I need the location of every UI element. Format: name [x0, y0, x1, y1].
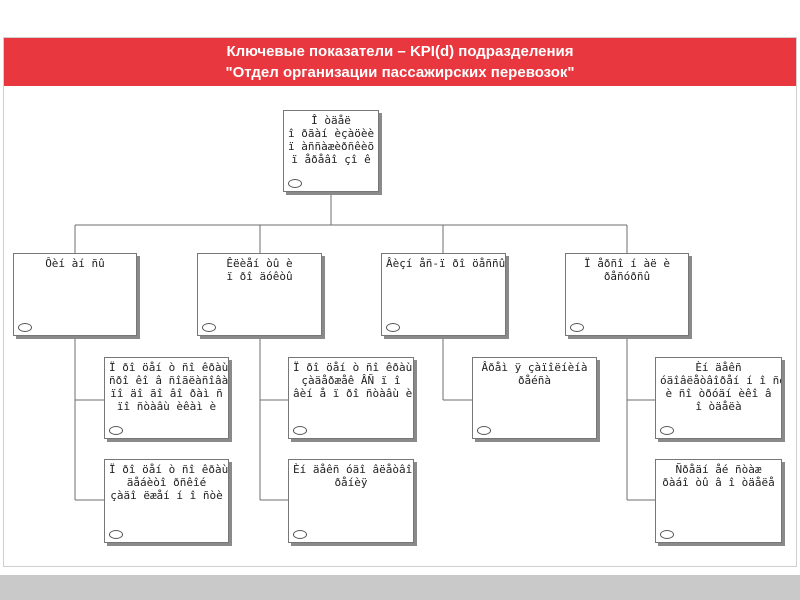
- node-text-line: Î òäåë: [311, 114, 351, 127]
- node-text-line: Ôèí àí ñû: [45, 257, 105, 270]
- node-marker-icon: [570, 323, 584, 332]
- node-text-line: âèí å ï ðî ñòàâù èêî â: [293, 387, 413, 400]
- node-marker-icon: [202, 323, 216, 332]
- node-marker-icon: [109, 426, 123, 435]
- node-text-line: Ñðåäí åé ñòàæ: [675, 463, 762, 476]
- node-marker-icon: [288, 179, 302, 188]
- node-marker-icon: [109, 530, 123, 539]
- node-marker-icon: [293, 426, 307, 435]
- node-marker-icon: [18, 323, 32, 332]
- node-text-line: çàäåðæåê ÂÑ ï î: [301, 374, 401, 387]
- node-text-line: Ï ðî öåí ò ñî êðàù åí èÿ: [109, 463, 229, 476]
- node-text-line: ïî äî ãî âî ðàì ñ: [110, 387, 223, 400]
- node-marker-icon: [660, 530, 674, 539]
- header-title-line1: Ключевые показатели – KPI(d) подразделен…: [226, 43, 574, 60]
- footer-bar: [0, 575, 800, 600]
- node-text-line: Âèçí åñ-ï ðî öåññû: [386, 257, 506, 270]
- org-node-branch-4-child-1[interactable]: Èí äåêñ óäîâëåòâîðåí í î ñòè è ñî òðóäí …: [655, 357, 782, 439]
- org-node-branch-3[interactable]: Âèçí åñ-ï ðî öåññû: [381, 253, 506, 336]
- node-text-line: Èí äåêñ óäî âëåòâî: [293, 463, 413, 476]
- node-text-line: è ñî òðóäí èêî â: [665, 387, 772, 400]
- header-banner: Ключевые показатели – KPI(d) подразделен…: [4, 38, 796, 86]
- node-text-line: äåáèòî ðñêîé: [126, 476, 207, 489]
- org-node-branch-2-child-1[interactable]: Ï ðî öåí ò ñî êðàù åí èÿ çàäåðæåê ÂÑ ï î…: [288, 357, 414, 439]
- node-text-line: ðåíèÿ: [334, 476, 368, 489]
- node-text-line: ðåñóðñû: [603, 270, 651, 283]
- org-node-branch-2[interactable]: Êëèåí òû è ï ðî äóêòû: [197, 253, 322, 336]
- node-text-line: çàäî ëæåí í î ñòè: [110, 489, 223, 502]
- org-node-branch-4[interactable]: Ï åðñî í àë è ðåñóðñû: [565, 253, 689, 336]
- node-text-line: ðåéñà: [517, 374, 552, 387]
- node-text-line: Ï åðñî í àë è: [583, 257, 671, 270]
- node-text-line: ï àññàæèðñêèõ: [288, 140, 375, 153]
- node-text-line: Êëèåí òû è: [226, 257, 293, 270]
- node-text-line: ðàáî òû â î òäåëå: [662, 476, 775, 489]
- org-node-branch-2-child-2[interactable]: Èí äåêñ óäî âëåòâî ðåíèÿ: [288, 459, 414, 543]
- node-text-line: Ï ðî öåí ò ñî êðàù åí èÿ: [293, 361, 413, 374]
- node-text-line: Èí äåêñ: [695, 361, 742, 374]
- node-text-line: Ï ðî öåí ò ñî êðàù åí èÿ: [109, 361, 229, 374]
- header-title-line2: "Отдел организации пассажирских перевозо…: [225, 64, 575, 81]
- org-node-branch-1-child-2[interactable]: Ï ðî öåí ò ñî êðàù åí èÿ äåáèòî ðñêîé çà…: [104, 459, 229, 543]
- node-marker-icon: [477, 426, 491, 435]
- node-text-line: Âðåì ÿ çàïîëíèíà: [481, 361, 588, 374]
- node-text-line: ï ðî äóêòû: [226, 270, 293, 283]
- node-text-line: ñðî êî â ñîãëàñîâàíèÿ: [109, 374, 229, 387]
- node-text-line: î ðãàí èçàöèè: [288, 127, 375, 140]
- node-text-line: ïî ñòàâù èêàì è: [116, 400, 217, 413]
- org-node-root[interactable]: Î òäåë î ðãàí èçàöèè ï àññàæèðñêèõ ï åðå…: [283, 110, 379, 192]
- org-node-branch-1-child-1[interactable]: Ï ðî öåí ò ñî êðàù åí èÿ ñðî êî â ñîãëàñ…: [104, 357, 229, 439]
- node-text-line: î òäåëà: [695, 400, 742, 413]
- node-text-line: óäîâëåòâîðåí í î ñòè: [660, 374, 782, 387]
- node-marker-icon: [386, 323, 400, 332]
- org-node-branch-3-child-1[interactable]: Âðåì ÿ çàïîëíèíà ðåéñà: [472, 357, 597, 439]
- node-marker-icon: [293, 530, 307, 539]
- node-marker-icon: [660, 426, 674, 435]
- node-text-line: ï åðåâî çî ê: [291, 153, 371, 166]
- org-node-branch-4-child-2[interactable]: Ñðåäí åé ñòàæ ðàáî òû â î òäåëå: [655, 459, 782, 543]
- org-node-branch-1[interactable]: Ôèí àí ñû: [13, 253, 137, 336]
